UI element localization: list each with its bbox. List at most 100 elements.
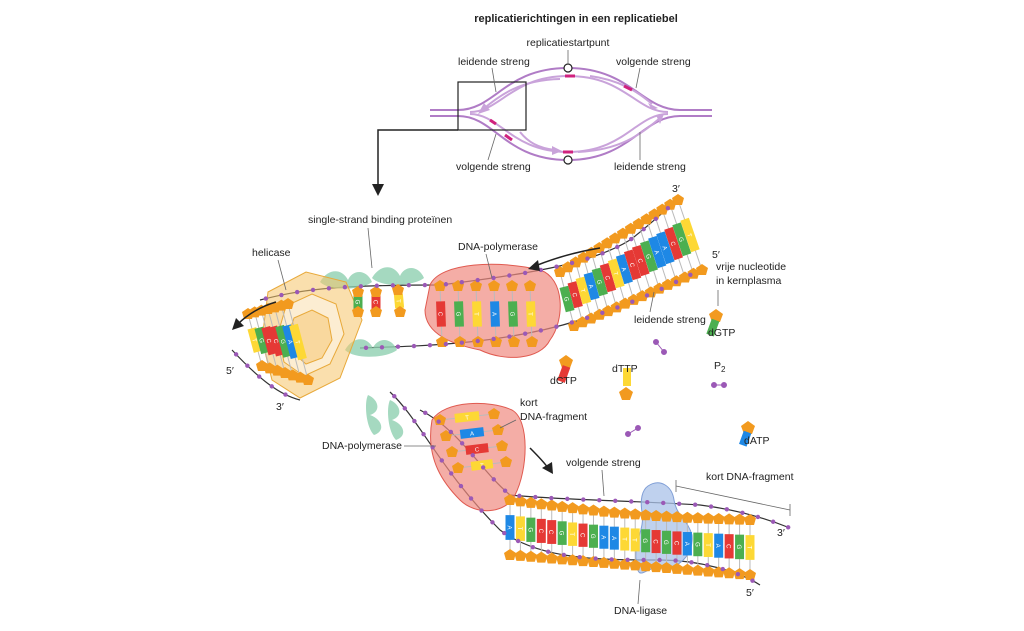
primer-mark — [504, 133, 513, 142]
base-letter: A — [652, 250, 659, 256]
base-pair-top-left-6: T — [282, 298, 314, 385]
base-letter: A — [610, 536, 616, 540]
sugar — [653, 282, 666, 294]
direction-arrow-bottom — [529, 447, 549, 469]
sugar — [504, 494, 516, 505]
base-C — [261, 326, 278, 356]
label-pp-sub: 2 — [721, 365, 726, 374]
phosphate — [724, 507, 730, 512]
backbone-lower-left — [231, 349, 301, 401]
base-letter: T — [250, 338, 257, 343]
pyrophosphate — [625, 339, 727, 437]
base-C — [536, 518, 546, 543]
phosphate — [515, 538, 521, 544]
phosphate — [395, 344, 401, 349]
arrow-leading-right — [577, 117, 661, 153]
base-letter: G — [454, 312, 460, 317]
arrowhead-leading-left — [478, 103, 490, 114]
phosphate — [406, 282, 412, 288]
primer-mark — [489, 118, 497, 126]
phosphate — [448, 429, 454, 435]
label-lagging-bottom: volgende streng — [456, 161, 531, 173]
phosphate — [584, 315, 590, 321]
phosphate — [615, 305, 620, 310]
base-letter: A — [490, 312, 496, 316]
base-pair-lower-right-17: A — [681, 511, 694, 575]
phosphate — [390, 283, 396, 288]
base-A — [282, 324, 300, 360]
phosphate — [657, 557, 662, 563]
phosphate — [342, 284, 348, 290]
base-letter: G — [662, 540, 668, 545]
phosphate — [785, 525, 791, 530]
base-letter: T — [472, 312, 478, 316]
sugar — [452, 462, 464, 473]
base-letter: C — [603, 275, 610, 281]
label-free-nucleotide-2: in kernplasma — [716, 275, 782, 287]
base-A — [599, 525, 609, 549]
base-letter: A — [683, 542, 689, 546]
base-letter: G — [558, 531, 564, 536]
base-pair-top-mid-2: T — [392, 284, 406, 317]
base-G — [254, 326, 270, 355]
sugar — [556, 500, 569, 512]
base-pair-lower-right-9: A — [597, 505, 610, 568]
direction-arrowhead-top — [528, 260, 540, 271]
phosphate — [522, 270, 528, 276]
phosphate — [645, 499, 650, 505]
sugar — [639, 560, 652, 572]
sugar — [678, 271, 691, 283]
phosphate — [549, 495, 554, 501]
base-and-phosphate-marks: GCTAGCTACCGAACGTCGTAGTGCTTGCCGATTACTATGC… — [233, 194, 791, 583]
direction-arrow-top — [534, 247, 601, 267]
phosphate — [538, 328, 544, 333]
sugar — [535, 551, 548, 563]
free-nucleotide-dctp: dCTP — [550, 355, 577, 387]
base-pair-top-poly-5: T — [524, 280, 538, 347]
base-G — [559, 285, 575, 313]
sugar — [660, 562, 673, 574]
base-T — [745, 535, 755, 560]
base-C — [623, 249, 642, 281]
phosphate — [630, 299, 635, 304]
base-letter: T — [704, 543, 710, 547]
base-pair-lower-right-16: C — [670, 511, 683, 574]
label-lagging-top: volgende streng — [616, 56, 691, 68]
base-letter: T — [685, 233, 692, 239]
base-T — [703, 533, 713, 557]
sugar — [566, 502, 579, 514]
base-G — [526, 517, 536, 542]
base-letter: G — [735, 545, 741, 550]
base-G — [640, 240, 658, 273]
base-C — [664, 226, 683, 261]
free-nucleotides: dGTP dCTP dTTP dATP — [550, 309, 769, 447]
phosphate — [449, 471, 454, 476]
phosphate — [245, 363, 250, 368]
base-letter: T — [631, 538, 637, 542]
base-letter: G — [257, 338, 264, 344]
base-letter: C — [372, 300, 378, 305]
label-pp: P2 — [714, 360, 726, 374]
base-G — [454, 301, 464, 327]
base-C — [599, 263, 617, 293]
sugar — [566, 554, 579, 566]
phosphate — [459, 441, 465, 446]
base-pair-lower-right-1: T — [514, 495, 527, 561]
arrowhead-leading-right — [656, 114, 664, 124]
base-A — [505, 515, 515, 540]
sugar — [650, 509, 663, 521]
direction-arrow-left — [237, 301, 277, 325]
phosphate — [569, 320, 575, 325]
phosphate — [475, 338, 480, 344]
base-pair-top-poly-2: T — [470, 280, 484, 347]
base-letter: C — [436, 312, 442, 317]
phosphate — [470, 453, 475, 458]
base-letter: T — [394, 299, 400, 304]
phosphate — [554, 264, 559, 269]
sugar — [302, 374, 314, 385]
base-letter: G — [595, 279, 602, 285]
label-origin: replicatiestartpunt — [527, 37, 610, 49]
phosphate — [545, 549, 551, 554]
base-letter: G — [526, 527, 532, 532]
phosphate — [692, 502, 698, 507]
